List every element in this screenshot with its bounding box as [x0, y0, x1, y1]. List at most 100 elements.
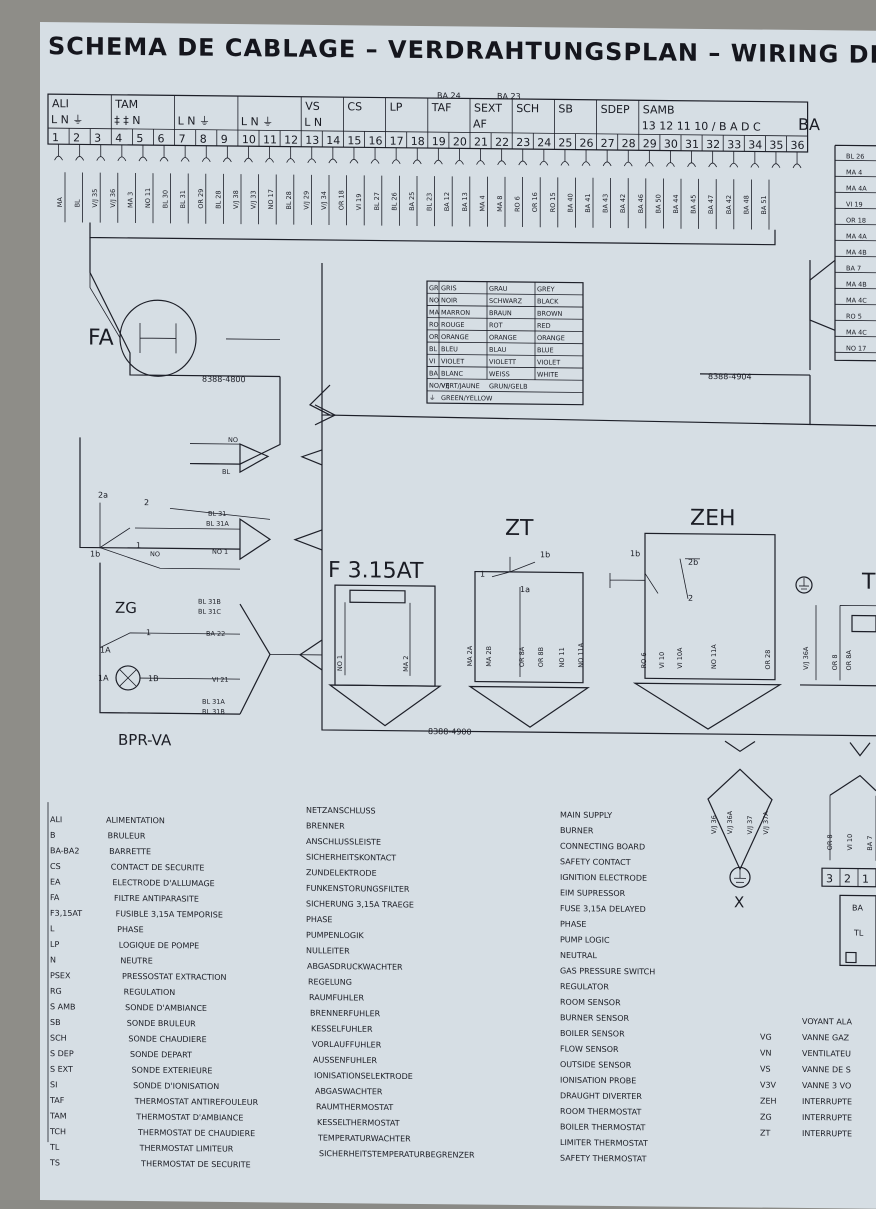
legend-en: PHASE	[560, 920, 586, 929]
terminal-wire-label: BA 43	[602, 194, 610, 213]
fuse-f315at	[330, 585, 440, 726]
legend-abbr: CS	[50, 862, 61, 871]
legend-right-abbr: VS	[760, 1065, 771, 1074]
component-wire-label: NO 11	[558, 647, 566, 667]
color-table-cell: GRIS	[441, 284, 457, 292]
legend-fr: BARRETTE	[109, 847, 151, 856]
terminal-wire-label: MA 3	[126, 192, 134, 208]
color-table-cell: BRAUN	[489, 309, 512, 317]
legend-de: ANSCHLUSSLEISTE	[306, 837, 381, 847]
terminal-wire-label: BA 25	[408, 192, 416, 211]
terminal-wire-label: V/J 36	[109, 189, 117, 208]
color-table-cell: WEISS	[489, 370, 510, 378]
terminal-wire-label: V/J 34	[320, 191, 328, 210]
ba-right-wire-label: RO 5	[846, 312, 862, 320]
color-table-cell: BLUE	[537, 346, 554, 354]
legend-en: PUMP LOGIC	[560, 935, 610, 945]
color-table-cell: RED	[537, 322, 551, 330]
color-table-cell: ORANGE	[537, 334, 565, 342]
legend-fr: PRESSOSTAT EXTRACTION	[122, 972, 226, 982]
legend-de: VORLAUFFUHLER	[312, 1040, 382, 1050]
component-wire-label: MA 2A	[466, 645, 474, 666]
terminal-number: 21	[474, 136, 488, 149]
terminal-number: 24	[537, 136, 551, 149]
terminal-number: 3	[94, 132, 101, 145]
diagram-title: SCHEMA DE CABLAGE – VERDRAHTUNGSPLAN – W…	[48, 32, 876, 69]
legend-right-desc: VANNE DE S	[802, 1065, 851, 1075]
legend-en: ROOM THERMOSTAT	[560, 1107, 642, 1117]
legend-de: SICHERUNG 3,15A TRAEGE	[306, 899, 414, 909]
legend-abbr: LP	[50, 940, 59, 949]
terminal-wire-label: BL 28	[285, 191, 293, 210]
terminal-number: 10	[242, 133, 256, 146]
component-wire-label: V/J 37	[746, 816, 754, 835]
color-table-cell: ROUGE	[441, 321, 465, 329]
legend-de: RAUMFUHLER	[309, 993, 364, 1003]
color-table-cell: VI	[429, 357, 435, 365]
fa-label: FA	[88, 326, 114, 351]
terminal-group-sub: L N ⏚	[51, 113, 83, 126]
terminal-number: 4	[115, 132, 122, 145]
component-wire-label: V/J 36	[710, 815, 718, 834]
component-wire-label: VI 10	[658, 652, 666, 669]
legend-en: BOILER THERMOSTAT	[560, 1122, 646, 1132]
legend-fr: FUSIBLE 3,15A TEMPORISE	[116, 909, 223, 919]
ba-right-wire-label: MA 4B	[846, 248, 867, 256]
color-table-cell: BLAU	[489, 346, 507, 354]
legend-de: TEMPERATURWACHTER	[317, 1134, 411, 1144]
legend-fr: NEUTRE	[120, 956, 152, 965]
legend-de: FUNKENSTORUNGSFILTER	[306, 884, 410, 894]
zeh-contact-2: 2	[688, 594, 693, 603]
ba-label: BA	[798, 115, 820, 134]
legend-de: PUMPENLOGIK	[306, 931, 364, 941]
legend-en: BURNER	[560, 826, 594, 835]
bpr-wire-vi21: VI 21	[212, 676, 229, 684]
component-wire-label: VI 10	[846, 834, 854, 851]
cable-code-4900: 8388-4900	[428, 727, 472, 736]
color-table-cell: MA	[429, 308, 440, 316]
bpr-wire-bl31b-2: BL 31B	[202, 708, 225, 716]
color-table-cell: BLANC	[441, 370, 464, 378]
terminal-number: 30	[664, 138, 678, 151]
terminal-wire-label: V/J 35	[91, 189, 99, 208]
legend-fr: FILTRE ANTIPARASITE	[114, 894, 199, 904]
bpr-lamp-1a: 1A	[98, 674, 109, 683]
terminal-number: 18	[411, 135, 425, 148]
terminal-wire-label: BA 45	[690, 195, 698, 214]
ba-right-wire-label: MA 4	[846, 168, 862, 176]
zt-switch	[470, 557, 588, 728]
terminal-wire-label: MA 4	[478, 195, 486, 211]
legend-en: SAFETY CONTACT	[560, 857, 631, 867]
zg-wire-no: NO	[150, 550, 160, 558]
terminal-wire-label: OR 18	[338, 190, 346, 210]
terminal-group-name: CS	[347, 100, 362, 113]
terminal-number: 17	[390, 135, 404, 148]
terminal-group-name: LP	[390, 101, 403, 114]
legend-abbr: BA-BA2	[50, 846, 79, 855]
legend-en: IONISATION PROBE	[560, 1076, 636, 1086]
legend-fr: THERMOSTAT ANTIREFOULEUR	[134, 1097, 259, 1107]
t-label: T	[861, 570, 876, 595]
legend-abbr: TAF	[49, 1096, 65, 1105]
legend-right-abbr: V3V	[760, 1081, 777, 1090]
terminal-wire-label: BA 48	[742, 195, 750, 214]
terminal-group-sub: L N ⏚	[241, 115, 273, 128]
component-wire-label: OR 8A	[845, 650, 853, 671]
fa-wire-no: NO	[228, 436, 238, 444]
legend-de: NETZANSCHLUSS	[306, 806, 376, 816]
component-wire-label: BA	[852, 904, 863, 913]
component-wire-label: 3	[826, 872, 833, 885]
terminal-wire-label: NO 11	[144, 188, 152, 208]
terminal-number: 19	[432, 135, 446, 148]
terminal-wire-label: BL 27	[373, 192, 381, 211]
legend-abbr: RG	[50, 987, 62, 996]
terminal-group-name: SB	[558, 102, 573, 115]
legend-abbr: B	[50, 831, 55, 840]
terminal-number: 23	[516, 136, 530, 149]
terminal-wire-label: BA 12	[443, 192, 451, 211]
terminal-group-name: TAF	[431, 101, 452, 114]
terminal-group-sub: L N ⏚	[178, 114, 210, 127]
